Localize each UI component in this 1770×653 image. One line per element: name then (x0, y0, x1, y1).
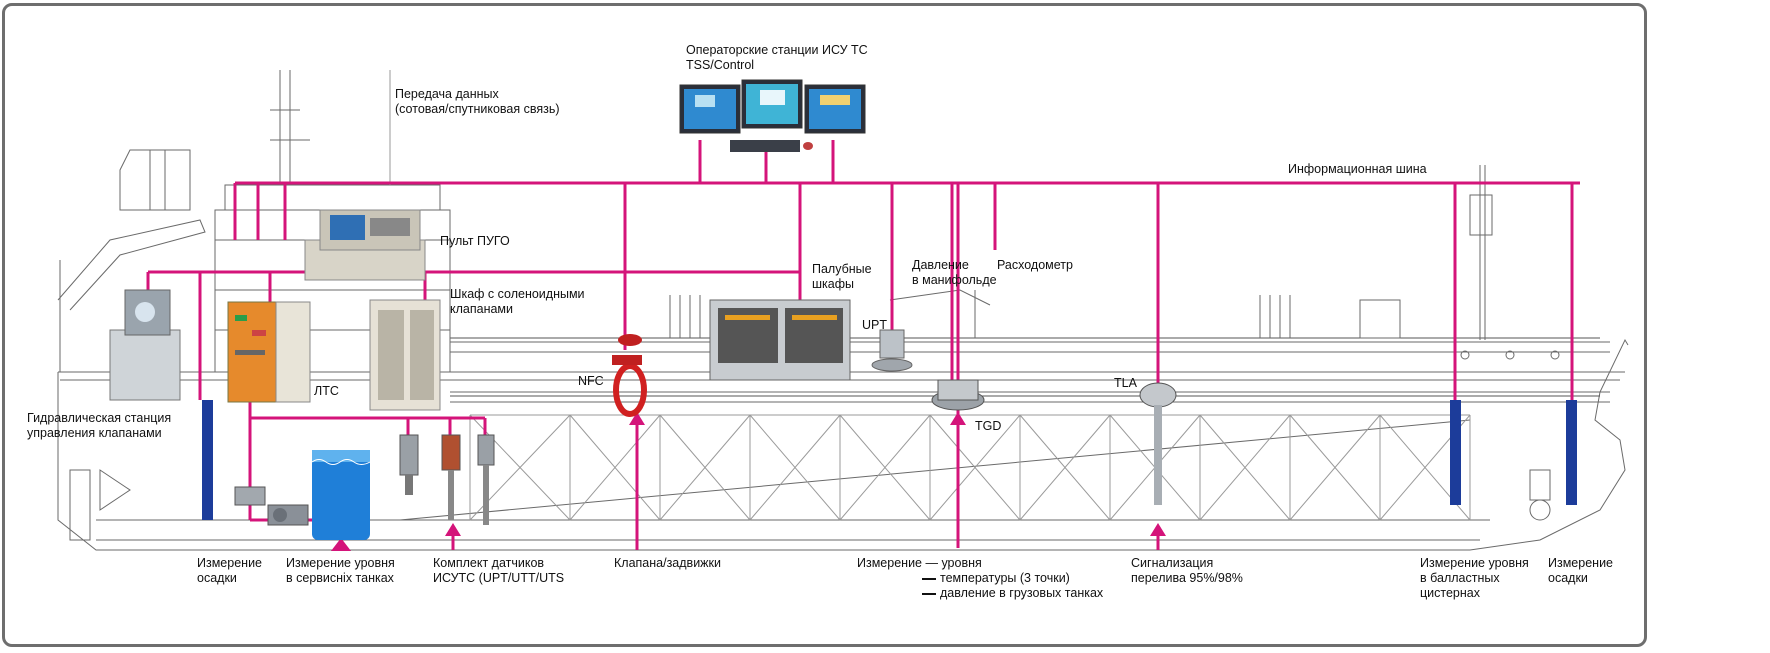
gauge-icon (871, 329, 913, 372)
valves-label: Клапана/задвижки (614, 556, 721, 570)
keyboard-icon (730, 140, 813, 152)
draft-sensor-fwd (1566, 400, 1577, 505)
console-icon (304, 209, 426, 281)
valve-icon (612, 334, 647, 417)
flowmeter-label: Расходометр (997, 258, 1073, 272)
solenoid-cabinet-label: Шкаф с соленоидными клапанами (450, 287, 585, 316)
draft-aft-label: Измерение осадки (197, 556, 263, 585)
ballast-sensor (1450, 400, 1461, 505)
pugo-console-label: Пульт ПУГО (440, 234, 510, 248)
upt-label: UPT (862, 318, 887, 332)
deck-cabinets-label: Палубные шкафы (812, 262, 872, 291)
draft-sensors (202, 400, 1577, 520)
sensor-icon (1139, 382, 1177, 505)
ballast-level-label: Измерение уровня в балластных цистернах (1420, 556, 1529, 600)
sensor-kit-label: Комплект датчиков ИСУТС (UPT/UTT/UTS (433, 556, 565, 585)
pump-icon (109, 289, 181, 401)
info-bus-label: Информационная шина (1288, 162, 1427, 176)
service-tank-level-label: Измерение уровня в сервисніх танках (286, 556, 395, 585)
overflow-alarm-label: Сигнализация перелива 95%/98% (1131, 556, 1243, 585)
measurement-label: Измерение — уровня температуры (3 точки)… (857, 556, 1104, 600)
cabinet-icon (227, 301, 311, 403)
tgd-label: TGD (975, 419, 1002, 433)
tla-label: TLA (1114, 376, 1137, 390)
gauge-icon (931, 379, 985, 411)
data-transfer-label: Передача данных (сотовая/спутниковая свя… (395, 87, 560, 116)
cabinet-icon (709, 299, 851, 381)
ltc-label: ЛТС (314, 384, 339, 398)
cabinet-icon (369, 299, 441, 411)
draft-sensor-aft (202, 400, 213, 520)
pump-icon (267, 504, 309, 526)
pump-icon (234, 486, 266, 506)
information-bus (146, 140, 1580, 550)
hydraulic-station-label: Гидравлическая станция управления клапан… (27, 411, 172, 440)
draft-fwd-label: Измерение осадки (1548, 556, 1614, 585)
monitor-icon (679, 79, 866, 134)
operator-stations-label: Операторские станции ИСУ ТС TSS/Control (686, 43, 868, 72)
tank-icon (311, 450, 371, 540)
arrowheads (331, 412, 1166, 551)
manifold-pressure-label: Давление в манифольде (912, 258, 997, 287)
nfc-label: NFC (578, 374, 604, 388)
sensor-icon (399, 434, 495, 525)
